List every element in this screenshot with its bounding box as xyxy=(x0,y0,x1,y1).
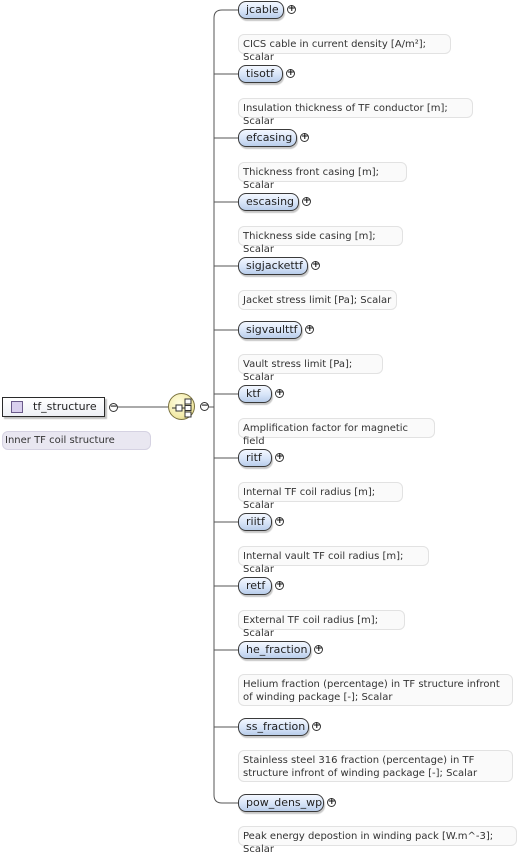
sequence-compositor-icon[interactable] xyxy=(168,393,195,420)
element-description: Internal TF coil radius [m]; Scalar xyxy=(238,482,403,511)
element-efcasing[interactable]: efcasing xyxy=(238,129,297,147)
element-retf[interactable]: retf xyxy=(238,577,272,595)
element-description: Thickness side casing [m]; Scalar xyxy=(238,226,403,255)
root-element[interactable]: tf_structure xyxy=(2,397,105,417)
expand-icon[interactable]: + xyxy=(305,324,314,334)
element-description: Internal vault TF coil radius [m]; Scala… xyxy=(238,546,429,575)
collapse-sequence-icon[interactable]: − xyxy=(200,401,209,411)
connector xyxy=(213,9,223,804)
element-description: Thickness front casing [m]; Scalar xyxy=(238,162,407,191)
element-description: Vault stress limit [Pa]; Scalar xyxy=(238,354,383,383)
element-ktf[interactable]: ktf xyxy=(238,385,272,403)
element-icon xyxy=(11,401,23,413)
element-description: Amplification factor for magnetic field xyxy=(238,418,435,447)
element-description: Helium fraction (percentage) in TF struc… xyxy=(238,674,513,706)
element-ss-fraction[interactable]: ss_fraction xyxy=(238,718,309,736)
element-ritf[interactable]: ritf xyxy=(238,449,272,467)
root-element-name: tf_structure xyxy=(33,400,97,413)
element-riitf[interactable]: riitf xyxy=(238,513,272,531)
element-sigjackettf[interactable]: sigjackettf xyxy=(238,257,308,275)
element-description: CICS cable in current density [A/m²]; Sc… xyxy=(238,34,451,63)
expand-icon[interactable]: + xyxy=(275,516,284,526)
element-description: Stainless steel 316 fraction (percentage… xyxy=(238,750,513,782)
element-description: Peak energy depostion in winding pack [W… xyxy=(238,826,517,855)
element-description: Jacket stress limit [Pa]; Scalar xyxy=(238,290,397,310)
expand-icon[interactable]: + xyxy=(302,196,311,206)
collapse-root-icon[interactable]: − xyxy=(109,402,118,412)
expand-icon[interactable]: + xyxy=(275,388,284,398)
element-sigvaulttf[interactable]: sigvaulttf xyxy=(238,321,302,339)
element-description: Insulation thickness of TF conductor [m]… xyxy=(238,98,473,127)
element-jcable[interactable]: jcable xyxy=(238,1,284,19)
expand-icon[interactable]: + xyxy=(286,68,295,78)
expand-icon[interactable]: + xyxy=(311,260,320,270)
root-element-description: Inner TF coil structure xyxy=(2,431,151,450)
expand-icon[interactable]: + xyxy=(300,132,309,142)
expand-icon[interactable]: + xyxy=(287,4,296,14)
expand-icon[interactable]: + xyxy=(314,644,323,654)
element-description: External TF coil radius [m]; Scalar xyxy=(238,610,405,639)
expand-icon[interactable]: + xyxy=(327,797,336,807)
expand-icon[interactable]: + xyxy=(312,721,321,731)
element-pow-dens-wp[interactable]: pow_dens_wp xyxy=(238,794,324,812)
expand-icon[interactable]: + xyxy=(275,452,284,462)
element-he-fraction[interactable]: he_fraction xyxy=(238,641,311,659)
element-tisotf[interactable]: tisotf xyxy=(238,65,283,83)
expand-icon[interactable]: + xyxy=(275,580,284,590)
element-escasing[interactable]: escasing xyxy=(238,193,299,211)
